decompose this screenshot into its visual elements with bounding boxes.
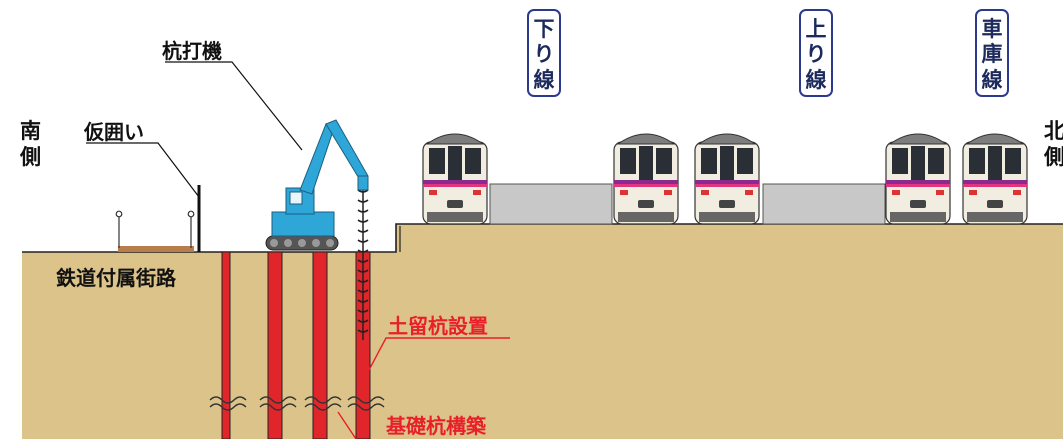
pile-driver-label: 杭打機	[162, 39, 222, 63]
break-marks	[209, 396, 385, 411]
track-label-up-char-3: 線	[806, 68, 827, 92]
track-label-depot-char-1: 車	[982, 17, 1003, 41]
track-label-down-char-3: 線	[534, 68, 555, 92]
north-label-1: 北	[1044, 119, 1063, 143]
fence-icon	[115, 185, 201, 252]
south-label-2: 側	[19, 145, 41, 169]
platform-2	[762, 183, 886, 225]
track-label-depot: 車 庫 線	[975, 9, 1009, 97]
retaining-pile-label: 土留杭設置	[388, 314, 488, 338]
foundation-pile-leader-line	[337, 411, 357, 439]
auger-icon	[357, 175, 369, 340]
railway-street-surface	[118, 246, 194, 252]
railway-street-label: 鉄道付属街路	[56, 266, 177, 290]
north-label-2: 側	[1043, 145, 1063, 169]
track-label-down: 下 り 線	[527, 9, 561, 97]
track-label-up-char-1: 上	[806, 17, 827, 41]
track-label-depot-char-2: 庫	[982, 42, 1003, 66]
track-label-down-char-2: り	[534, 42, 555, 66]
foundation-pile-label: 基礎杭構築	[386, 414, 487, 438]
pile-driver-leader-line	[165, 61, 303, 151]
track-label-up: 上 り 線	[799, 9, 833, 97]
retaining-pile-leader-line	[367, 337, 510, 373]
platform-1	[489, 183, 613, 225]
track-label-up-char-2: り	[806, 42, 827, 66]
pile-driver-icon	[265, 119, 369, 251]
ground	[22, 223, 1063, 439]
fence-label: 仮囲い	[83, 120, 144, 144]
track-label-depot-char-3: 線	[982, 68, 1003, 92]
south-label-1: 南	[20, 119, 41, 143]
pile-icon	[221, 251, 371, 439]
track-label-down-char-1: 下	[534, 17, 555, 41]
fence-leader-line	[86, 142, 200, 198]
